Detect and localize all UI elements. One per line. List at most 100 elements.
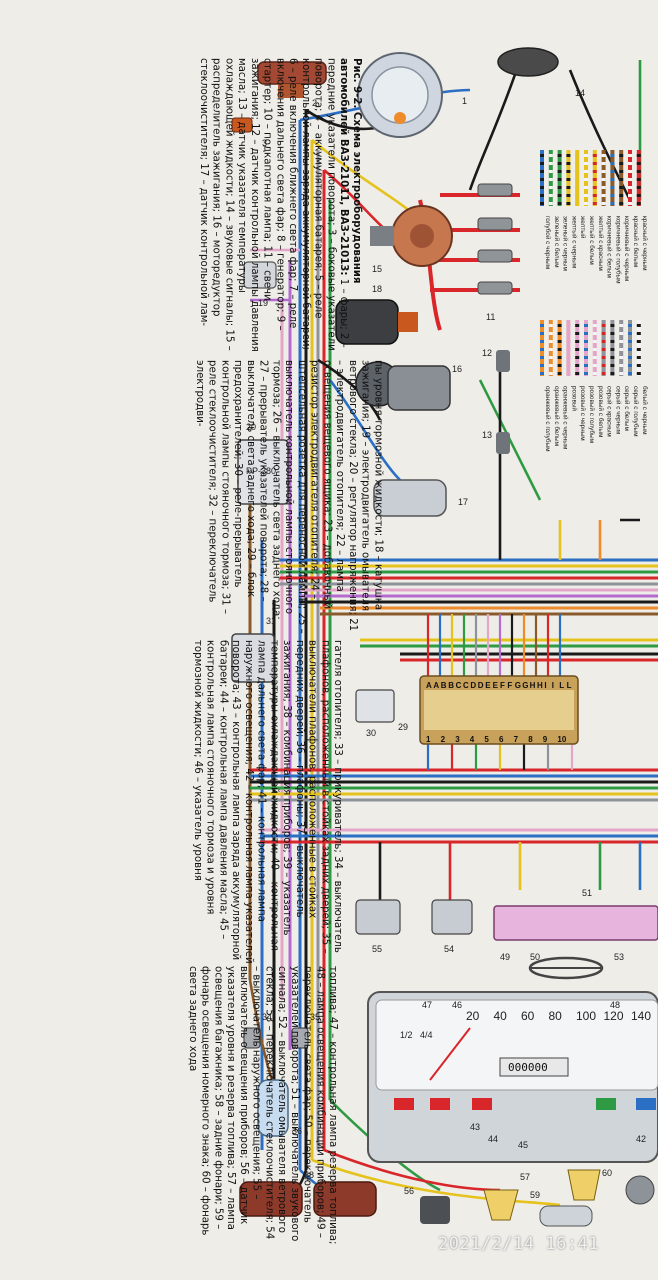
component-reverse-lamp-60: 60: [567, 1168, 612, 1201]
legend-right-swatch-stripe: [540, 364, 544, 367]
legend-right-swatch-stripe: [584, 324, 588, 327]
legend-right-swatch-stripe: [584, 332, 588, 335]
legend-left-swatch-stripe: [628, 202, 632, 205]
component-washer-motor-19: 19: [243, 261, 277, 308]
legend-left-swatch-stripe: [628, 154, 632, 157]
fuse-top-label: L: [567, 681, 572, 690]
legend-text-lower: гателя отопителя; 33 – прикуриватель; 34…: [191, 640, 343, 964]
component-front-turn-signal-2: 2: [257, 61, 327, 108]
label-component-30: 30: [366, 728, 376, 738]
legend-left-label: красный с черным: [641, 216, 649, 271]
fuse-top-label: D: [470, 681, 476, 690]
legend-right-label: оранжевый с белым: [553, 386, 561, 446]
legend-right-label: серый с голубым: [632, 386, 640, 436]
legend-left-swatch-stripe: [601, 170, 606, 173]
legend-left-label: желтый с черным: [570, 216, 578, 268]
component-ignition-coil-18: 18: [335, 284, 418, 345]
label-relay-type: РР-380: [246, 466, 276, 476]
label-component-35: 35: [310, 1012, 320, 1022]
legend-left-swatch-stripe: [592, 154, 597, 157]
component-plate-lamp-59: 59: [530, 1190, 593, 1227]
legend-left-swatch-stripe: [636, 170, 641, 173]
legend-right-label: серый с черным: [614, 386, 622, 434]
label-component-13: 13: [482, 430, 492, 440]
legend-left-swatch-stripe: [548, 162, 553, 165]
legend-left-label: зеленый с белым: [553, 216, 561, 268]
legend-right-swatch-stripe: [540, 356, 544, 359]
fuse-bottom-label: 7: [514, 735, 519, 744]
legend-right-swatch-stripe: [592, 332, 597, 335]
label-component-58: 58: [304, 1170, 314, 1180]
fuse-top-label: I: [544, 681, 546, 690]
legend-right-swatch-stripe: [592, 340, 597, 343]
label-component-44: 44: [488, 1134, 498, 1144]
legend-left-swatch-stripe: [566, 186, 571, 189]
fuse-bottom-label: 5: [484, 735, 489, 744]
legend-right-swatch-stripe: [557, 340, 562, 343]
fuse-top-label: B: [441, 681, 447, 690]
legend-left-swatch-stripe: [548, 194, 553, 197]
legend-right-label: серый с белым: [623, 386, 631, 431]
legend-right-swatch-stripe: [575, 356, 580, 359]
legend-left-label: коричневый с голубым: [614, 216, 622, 284]
legend-left-swatch-stripe: [610, 194, 615, 197]
fuse-bottom-label: 9: [543, 735, 548, 744]
component-side-turn-signal-3: 3: [231, 117, 267, 148]
legend-left-swatch-stripe: [540, 154, 544, 157]
fuse-top-label: E: [485, 681, 491, 690]
speedometer-tick-label: 140: [631, 1009, 651, 1023]
legend-right-swatch-stripe: [575, 324, 580, 327]
legend-right-swatch-stripe: [628, 356, 632, 359]
legend-right-swatch-stripe: [566, 372, 571, 375]
component-lamp-right-edge: [625, 1175, 655, 1205]
label-component-16: 16: [452, 364, 462, 374]
component-wiper-relay-31: 31: [231, 616, 276, 683]
legend-right-swatch-stripe: [548, 340, 553, 343]
legend-right-swatch-stripe: [628, 332, 632, 335]
component-exterior-light-switch-54: 54: [431, 899, 473, 954]
component-trunk-lamp-57: 57: [483, 1172, 530, 1221]
fuse-top-label: H: [530, 681, 536, 690]
component-voltage-regulator-20: РР-380 20: [237, 422, 289, 505]
legend-right-swatch-stripe: [548, 348, 553, 351]
legend-left-swatch-stripe: [610, 186, 615, 189]
speedometer-tick-label: 80: [549, 1009, 563, 1023]
fuse-top-label: C: [463, 681, 469, 690]
caption-title: Рис. 9-2. Схема электрооборудования авто…: [338, 58, 362, 284]
legend-left-swatch-stripe: [557, 178, 562, 181]
legend-right-swatch-stripe: [601, 332, 606, 335]
label-component-49: 49: [500, 952, 510, 962]
label-component-43: 43: [470, 1122, 480, 1132]
caption-body: 1 – фары; 2 – передние указатели поворот…: [197, 58, 349, 352]
legend-right-swatch-stripe: [584, 340, 588, 343]
legend-right-swatch-stripe: [540, 324, 544, 327]
legend-left-swatch-stripe: [628, 194, 632, 197]
legend-right-swatch-stripe: [592, 356, 597, 359]
legend-right-swatch-stripe: [601, 348, 606, 351]
legend-left-swatch-stripe: [601, 194, 606, 197]
component-temperature-sensor-13: 13: [482, 430, 510, 454]
legend-left-label: коричневый с белым: [606, 216, 614, 278]
component-distributor-15: 15: [370, 205, 453, 274]
legend-right-label: розовый с голубым: [588, 386, 596, 443]
legend-left-swatch-stripe: [584, 154, 588, 157]
legend-left-swatch-stripe: [575, 162, 580, 165]
legend-right-swatch-stripe: [566, 324, 571, 327]
legend-right-swatch-stripe: [610, 364, 615, 367]
legend-left-swatch-stripe: [610, 178, 615, 181]
label-component-12: 12: [482, 348, 492, 358]
legend-right-swatch-stripe: [584, 356, 588, 359]
component-brake-fluid-sensor-17: 17: [373, 479, 468, 517]
legend-left-swatch-stripe: [566, 170, 571, 173]
legend-right-swatch-stripe: [619, 332, 624, 335]
component-steering-wheel: [528, 956, 604, 980]
legend-right-swatch-stripe: [601, 364, 606, 367]
legend-right-label: белый с черным: [641, 386, 649, 435]
legend-right-label: оранжевый с голубым: [544, 386, 552, 452]
legend-right-swatch-stripe: [628, 340, 632, 343]
legend-right-swatch-stripe: [610, 324, 615, 327]
label-component-15: 15: [372, 264, 382, 274]
legend-right-swatch-stripe: [628, 372, 632, 375]
